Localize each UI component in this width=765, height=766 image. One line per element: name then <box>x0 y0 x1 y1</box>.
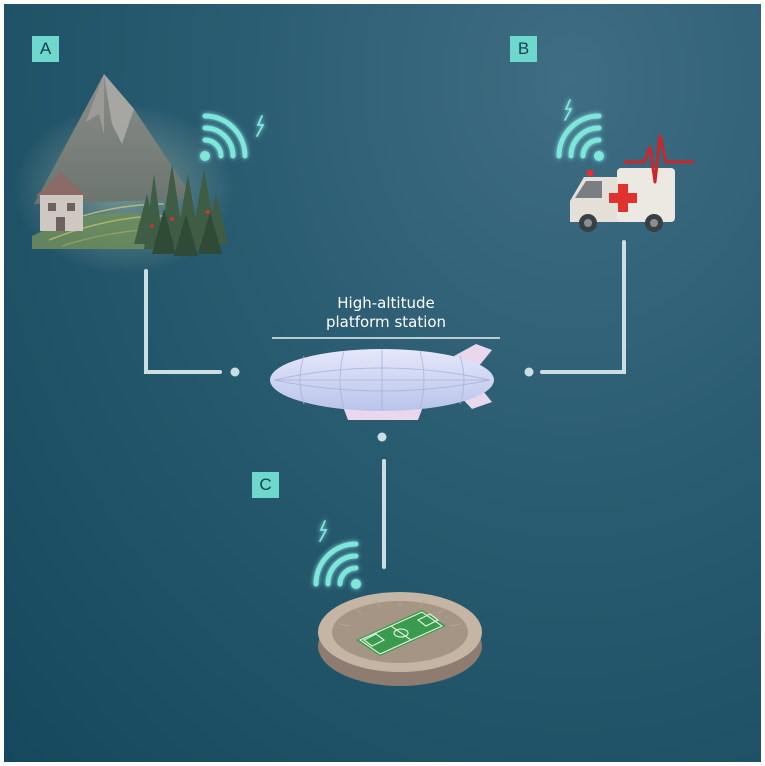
forest-icon <box>134 164 228 256</box>
connector-dot-b <box>524 367 534 377</box>
ambulance-icon <box>570 134 694 232</box>
connector-b <box>540 240 626 374</box>
wifi-icon <box>313 520 361 589</box>
platform-title-line1: High-altitude <box>337 294 435 312</box>
connector-dots <box>230 367 534 442</box>
label-b: B <box>510 36 537 62</box>
label-c: C <box>252 472 279 498</box>
platform-title-line2: platform station <box>325 313 447 331</box>
mountain-icon <box>34 74 194 204</box>
diagram-artwork <box>14 74 694 686</box>
stadium-icon <box>318 592 482 686</box>
wifi-icon <box>556 99 604 161</box>
connector-a <box>144 269 222 374</box>
wifi-icon <box>200 113 265 161</box>
platform-title: High-altitude platform station <box>272 294 500 332</box>
house-icon <box>36 172 87 231</box>
connector-dot-c <box>377 432 387 442</box>
airship-icon <box>270 344 494 420</box>
connector-lines <box>144 240 626 569</box>
connector-dot-a <box>230 367 240 377</box>
rural-scene-a <box>14 74 234 274</box>
diagram-canvas: A B C High-altitude platform station <box>4 4 761 762</box>
label-a: A <box>32 36 59 62</box>
